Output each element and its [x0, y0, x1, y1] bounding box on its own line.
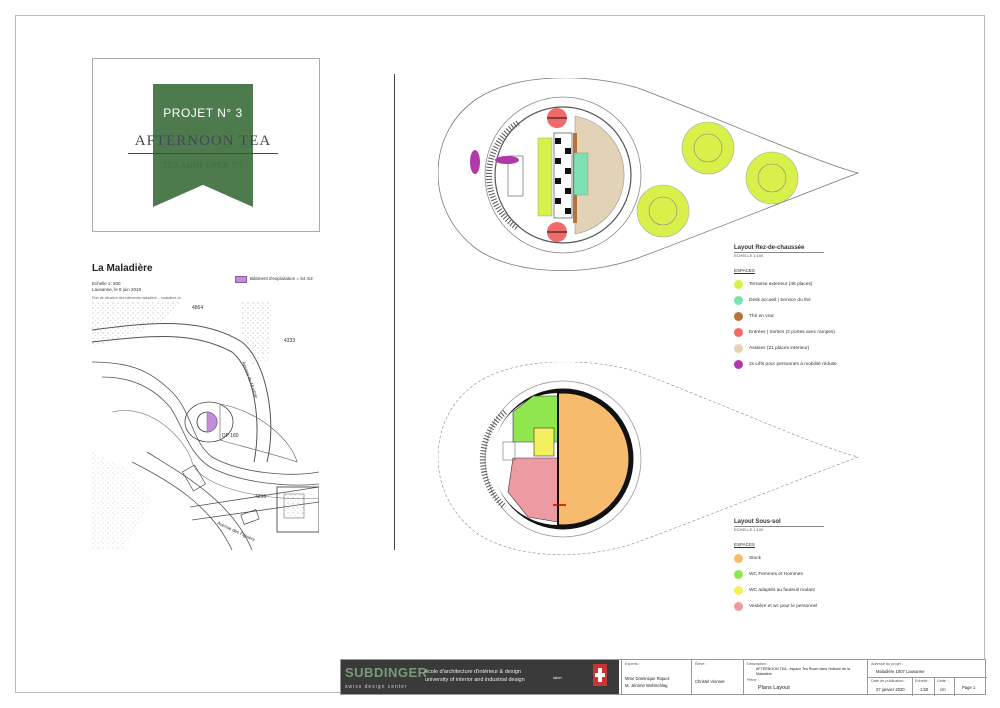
logo-underline [128, 153, 278, 154]
site-map-title: La Maladière [92, 263, 153, 274]
legend-swatch [734, 601, 743, 611]
scale-text: 1:50 [920, 687, 929, 692]
school-panel: SUBDINGER swiss design center école d'ar… [341, 660, 619, 694]
parcel-label: 4333 [284, 338, 295, 344]
legend-item: Entrées | Sorties (2 portes avec rampes) [734, 327, 835, 337]
legend-item: 2x Lifts pour personnes à mobilité rédui… [734, 359, 837, 369]
expert-name: M. Jérome Wohlschlag [625, 683, 668, 688]
ground-floor-scale: ECHELLE 1:100 [734, 253, 764, 258]
basement-plan [438, 362, 860, 555]
legend-label: Stock [749, 555, 761, 561]
parcel-label: DP 180 [222, 433, 239, 439]
page-number: Page 1 [962, 685, 976, 690]
site-map-legend-label: Bâtiment d'exploitation = 54 m2 [250, 276, 313, 281]
site-map-scale: Echelle 1: 500 [92, 281, 121, 286]
legend-swatch [734, 295, 743, 305]
legend-item: Terrasse exterieur (48 places) [734, 279, 824, 289]
logo-project-number: PROJET N° 3 [163, 106, 243, 120]
legend-swatch [734, 279, 743, 289]
address-label: Adresse du projet : [871, 662, 903, 666]
school-name-en: university of interior and industrial de… [425, 677, 525, 683]
site-map-date: Lausanne, le 8 juin 2018 [92, 287, 142, 292]
legend-label: Terrasse exterieur (48 places) [749, 281, 813, 287]
basement-legend: Layout Sous-sol ECHELLE 1:100 ESPACES St… [734, 519, 824, 617]
expert-name: Mme Dominique Riquez [625, 676, 670, 681]
legend-item: Stock [734, 553, 824, 563]
student-label: Élève : [695, 662, 707, 666]
address-text: Maladière 1007 Lausanne [876, 669, 925, 674]
basement-scale: ECHELLE 1:100 [734, 527, 764, 532]
piece-label: Pièce : [747, 678, 759, 682]
cross-icon [593, 664, 607, 686]
legend-swatch [734, 359, 743, 369]
ground-floor-legend: Layout Rez-de-chaussée ECHELLE 1:100 ESP… [734, 245, 837, 375]
experts-cell: Experts : Mme Dominique Riquez M. Jérome… [621, 660, 691, 694]
address-cell: Adresse du projet : Maladière 1007 Lausa… [867, 660, 987, 696]
vertical-divider [394, 74, 395, 550]
legend-swatch [734, 585, 743, 595]
legend-item: Desk accueil | Service du thé [734, 295, 824, 305]
school-logo: SUBDINGER [345, 665, 428, 680]
ground-floor-section: ESPACES [734, 268, 755, 273]
legend-item: WC adaptés au fauteuil roulant [734, 585, 824, 595]
legend-item: WC Femmes et Hommes [734, 569, 824, 579]
description-label: Description : [747, 662, 769, 666]
basement-section: ESPACES [734, 542, 755, 547]
legend-label: Thé en vrac [749, 313, 775, 319]
legend-label: Entrées | Sorties (2 portes avec rampes) [749, 329, 836, 335]
legend-label: Desk accueil | Service du thé [749, 297, 811, 303]
site-map: 4864 4333 DP 180 4296 Avenue de Montoie … [92, 302, 319, 550]
scale-label: Echelle : [915, 679, 930, 683]
description-cell: Description : AFTERNOON TEA - espace Tea… [743, 660, 867, 694]
legend-swatch [734, 343, 743, 353]
legend-label: WC Femmes et Hommes [749, 571, 803, 577]
legend-label: WC adaptés au fauteuil roulant [749, 587, 815, 593]
logo-project-name: AFTERNOON TEA [134, 133, 272, 149]
date-text: 27 janvier 2020 [876, 687, 905, 692]
legend-label: 2x Lifts pour personnes à mobilité rédui… [749, 361, 837, 367]
site-map-info: Echelle 1: 500 Lausanne, le 8 juin 2018 [92, 281, 141, 293]
student-cell: Élève : Christel Vionnet [691, 660, 743, 694]
ground-floor-plan [438, 78, 860, 271]
unit-text: cm [940, 687, 946, 692]
legend-swatch [734, 311, 743, 321]
legend-label: Vestière et wc pour le personnel [749, 603, 818, 609]
basement-title: Layout Sous-sol [734, 519, 824, 527]
legend-item: Assises (21 places intérieur) [734, 343, 824, 353]
parcel-label: 4864 [192, 305, 203, 311]
legend-swatch [734, 327, 743, 337]
school-name-fr: école d'architecture d'intérieur & desig… [425, 669, 521, 675]
site-map-note: Plan de situation des bâtiments maladièr… [92, 296, 181, 300]
parcel-label: 4296 [255, 494, 266, 500]
logo-tagline: TEA SHOP OPEN 7/7 [162, 161, 244, 170]
title-block: SUBDINGER swiss design center école d'ar… [340, 659, 987, 696]
description-text: AFTERNOON TEA - espace Tea Room dans l'é… [756, 667, 850, 676]
piece-name: Plans Layout [758, 685, 790, 691]
school-logo-sub: swiss design center [345, 684, 408, 690]
experts-label: Experts : [625, 662, 640, 666]
date-label: Date de publication : [871, 679, 906, 683]
ground-floor-title: Layout Rez-de-chaussée [734, 245, 824, 253]
label-text: label [553, 675, 562, 680]
legend-item: Vestière et wc pour le personnel [734, 601, 824, 611]
student-name: Christel Vionnet [695, 679, 725, 684]
legend-swatch [734, 569, 743, 579]
site-map-legend-swatch [235, 276, 247, 283]
legend-swatch [734, 553, 743, 563]
legend-label: Assises (21 places intérieur) [749, 345, 810, 351]
unit-label: Unité : [937, 679, 948, 683]
legend-item: Thé en vrac [734, 311, 824, 321]
